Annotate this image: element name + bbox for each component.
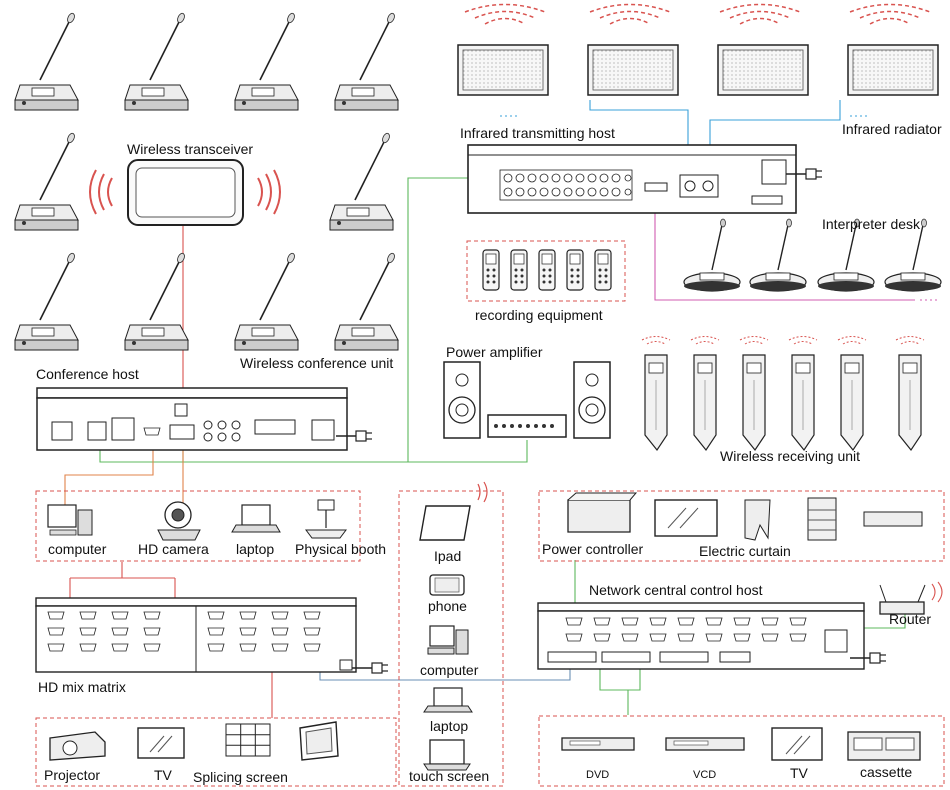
label-splicing-screen: Splicing screen	[193, 769, 288, 785]
label-physical-booth: Physical booth	[295, 541, 386, 557]
hd-camera-icon	[158, 502, 200, 540]
label-touch-screen: touch screen	[409, 768, 489, 784]
label-laptop: laptop	[236, 541, 274, 557]
label-hd-mix-matrix: HD mix matrix	[38, 679, 126, 695]
dvd-icon	[562, 738, 634, 750]
phone-icon	[430, 575, 464, 595]
label-phone: phone	[428, 598, 467, 614]
label-conference-host: Conference host	[36, 366, 139, 382]
physical-booth-icon	[306, 500, 346, 538]
label-ipad: Ipad	[434, 548, 461, 564]
power-amplifier-icon	[444, 362, 610, 438]
projector-icon	[50, 732, 105, 760]
wireless-receiving-unit-icon	[642, 337, 924, 451]
conference-host-icon	[37, 388, 372, 450]
label-vcd: VCD	[693, 767, 716, 783]
label-cassette: cassette	[860, 764, 912, 780]
network-central-control-host-icon	[538, 603, 886, 669]
label-network-central-control-host: Network central control host	[589, 582, 763, 598]
wireless-transceiver-icon	[90, 160, 280, 225]
label-dvd: DVD	[586, 767, 609, 783]
label-projector: Projector	[44, 767, 100, 783]
label-computer2: computer	[420, 662, 478, 678]
label-interpreter-desk: Interpreter desk	[822, 216, 920, 232]
tv2-icon	[772, 728, 822, 760]
laptop-icon	[232, 505, 280, 532]
laptop2-icon	[424, 688, 472, 712]
hd-mix-matrix-icon	[36, 598, 388, 673]
label-electric-curtain: Electric curtain	[699, 543, 791, 559]
label-hd-camera: HD camera	[138, 541, 209, 557]
label-wireless-transceiver: Wireless transceiver	[127, 141, 253, 157]
monitor-icon	[300, 722, 338, 760]
label-tv2: TV	[790, 765, 808, 781]
cassette-icon	[848, 732, 920, 760]
touch-screen-icon	[424, 740, 470, 770]
vcd-icon	[666, 738, 744, 750]
label-wireless-conference-unit: Wireless conference unit	[240, 355, 393, 371]
computer2-icon	[428, 626, 468, 654]
label-recording-equipment: recording equipment	[475, 307, 603, 323]
tv-icon	[138, 728, 184, 758]
label-router: Router	[889, 611, 931, 627]
label-wireless-receiving-unit: Wireless receiving unit	[720, 448, 860, 464]
label-infrared-transmitting-host: Infrared transmitting host	[460, 125, 615, 141]
power-controller-icon	[568, 493, 636, 532]
electric-curtain-icon	[655, 498, 922, 540]
label-infrared-radiator: Infrared radiator	[842, 121, 942, 137]
computer-icon	[48, 505, 92, 535]
infrared-radiator-icon	[458, 5, 938, 96]
router-icon	[880, 582, 942, 614]
label-tv: TV	[154, 767, 172, 783]
control-to-sources-link	[600, 668, 640, 690]
label-power-controller: Power controller	[542, 541, 643, 557]
recording-equipment-icon	[483, 250, 611, 290]
infrared-transmitting-host-icon	[468, 145, 822, 213]
label-power-amplifier: Power amplifier	[446, 344, 542, 360]
splicing-screen-icon	[226, 724, 270, 756]
label-computer: computer	[48, 541, 106, 557]
label-laptop2: laptop	[430, 718, 468, 734]
